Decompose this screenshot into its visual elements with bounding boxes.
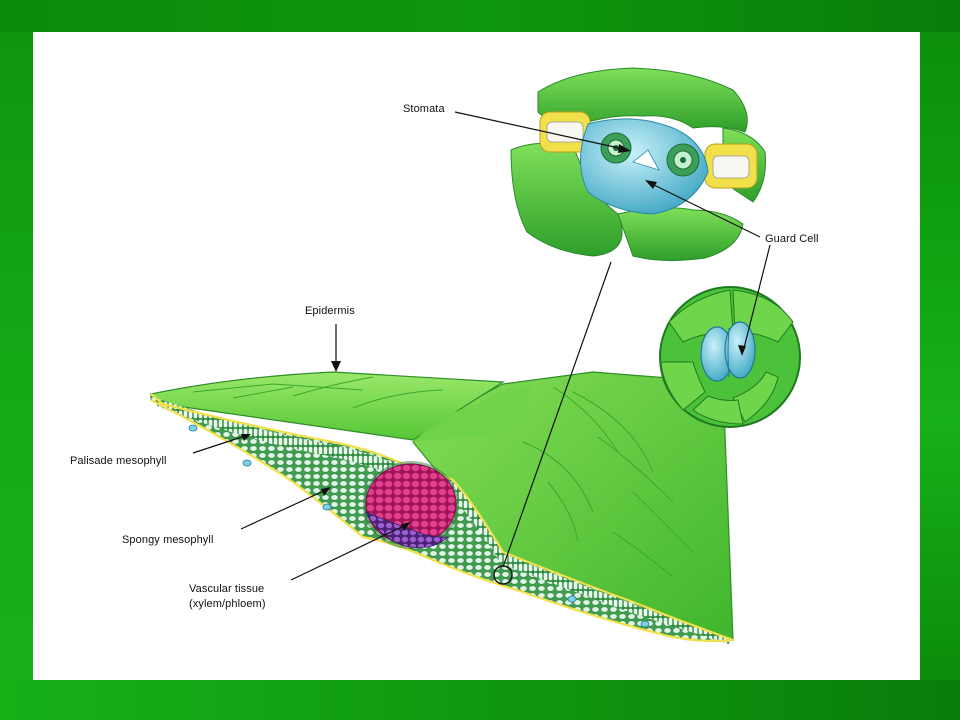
background-band-bottom	[0, 680, 960, 720]
arrowheads	[241, 144, 746, 531]
label-palisade-mesophyll: Palisade mesophyll	[70, 455, 167, 467]
label-guard-cell: Guard Cell	[765, 233, 819, 245]
background-band-left	[0, 32, 33, 680]
slide-canvas: Stomata Guard Cell Epidermis Palisade me…	[33, 32, 920, 680]
guard-cell-closeup	[659, 286, 801, 428]
lower-stomata	[188, 424, 650, 628]
arrow-epidermis	[331, 361, 341, 372]
arrow-guard-cell-circle	[738, 345, 746, 356]
leaf-veins	[192, 376, 694, 578]
arrow-spongy	[321, 487, 331, 496]
label-xylem-phloem: (xylem/phloem)	[189, 598, 266, 610]
arrow-vascular	[401, 522, 411, 531]
leaf-diagram	[149, 67, 801, 644]
arrow-stomata	[618, 144, 631, 153]
arrow-palisade	[241, 434, 251, 441]
background-band-top	[0, 0, 960, 32]
leaf-cross-section	[149, 371, 734, 644]
arrow-guard-cell-top	[645, 180, 657, 189]
vascular-bundle	[363, 461, 459, 549]
label-spongy-mesophyll: Spongy mesophyll	[122, 534, 214, 546]
leader-lines	[192, 111, 771, 581]
label-epidermis: Epidermis	[305, 305, 355, 317]
label-vascular-tissue: Vascular tissue	[189, 583, 265, 595]
stomata-closeup	[510, 67, 766, 262]
label-stomata: Stomata	[403, 103, 445, 115]
background-band-right	[920, 32, 960, 680]
